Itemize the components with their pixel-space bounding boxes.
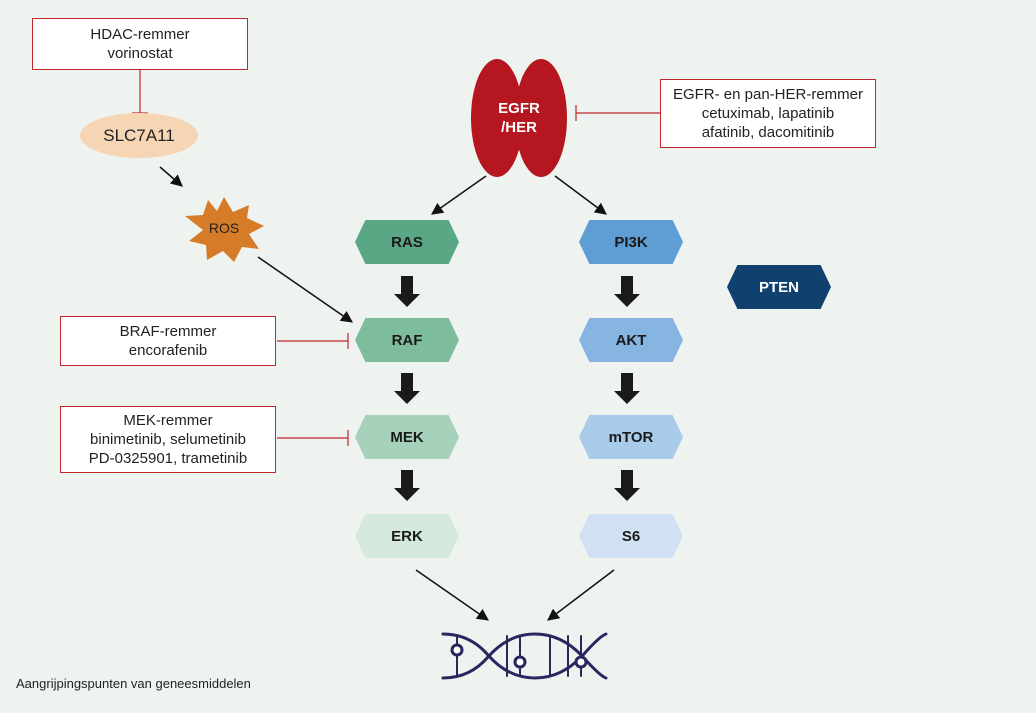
- pi3k-node: PI3K: [579, 220, 683, 264]
- egfr-label-line2: /HER: [501, 119, 537, 136]
- hdac-inhibitor-label: HDAC-remmer: [90, 26, 190, 43]
- mek-label: MEK: [390, 428, 424, 446]
- pten-label: PTEN: [758, 278, 799, 296]
- mek-inhibitor-drugs-1: binimetinib, selumetinib: [90, 431, 246, 448]
- ras-label: RAS: [391, 233, 423, 251]
- braf-inhibitor-box: BRAF-remmer encorafenib: [60, 316, 276, 366]
- egfr-inhibitor-drugs-1: cetuximab, lapatinib: [701, 105, 835, 122]
- ros-starburst: [185, 197, 264, 262]
- block-arrows: [394, 276, 640, 501]
- inhibitor-lines: [132, 70, 660, 446]
- egfr-her-receptor: [471, 59, 567, 177]
- mek-node: MEK: [355, 415, 459, 459]
- egfr-inhibitor-drugs-2: afatinib, dacomitinib: [701, 124, 835, 141]
- egfr-inhibitor-box: EGFR- en pan-HER-remmer cetuximab, lapat…: [660, 79, 876, 148]
- erk-label: ERK: [391, 527, 423, 545]
- ros-label: ROS: [208, 220, 240, 236]
- hdac-inhibitor-drugs: vorinostat: [107, 45, 173, 62]
- akt-label: AKT: [615, 331, 647, 349]
- egfr-label: EGFR /HER: [477, 96, 561, 140]
- pi3k-label: PI3K: [614, 233, 648, 251]
- mek-inhibitor-label: MEK-remmer: [123, 412, 213, 429]
- slc7a11-label: SLC7A11: [103, 125, 175, 145]
- mtor-node: mTOR: [579, 415, 683, 459]
- slc7a11-node: SLC7A11: [80, 113, 198, 158]
- mtor-label: mTOR: [608, 428, 654, 446]
- raf-label: RAF: [391, 331, 423, 349]
- egfr-label-line1: EGFR: [498, 100, 540, 117]
- egfr-inhibitor-label: EGFR- en pan-HER-remmer: [672, 86, 864, 103]
- dna-helix-icon: [441, 632, 608, 680]
- braf-inhibitor-drugs: encorafenib: [128, 342, 208, 359]
- s6-label: S6: [621, 527, 641, 545]
- erk-node: ERK: [355, 514, 459, 558]
- figure-caption: Aangrijpingspunten van geneesmiddelen: [16, 676, 251, 691]
- hdac-inhibitor-box: HDAC-remmer vorinostat: [32, 18, 248, 70]
- s6-node: S6: [579, 514, 683, 558]
- braf-inhibitor-label: BRAF-remmer: [119, 323, 217, 340]
- pten-node: PTEN: [727, 265, 831, 309]
- ras-node: RAS: [355, 220, 459, 264]
- signal-arrows: [159, 166, 615, 621]
- mek-inhibitor-drugs-2: PD-0325901, trametinib: [88, 450, 248, 467]
- mek-inhibitor-box: MEK-remmer binimetinib, selumetinib PD-0…: [60, 406, 276, 473]
- akt-node: AKT: [579, 318, 683, 362]
- raf-node: RAF: [355, 318, 459, 362]
